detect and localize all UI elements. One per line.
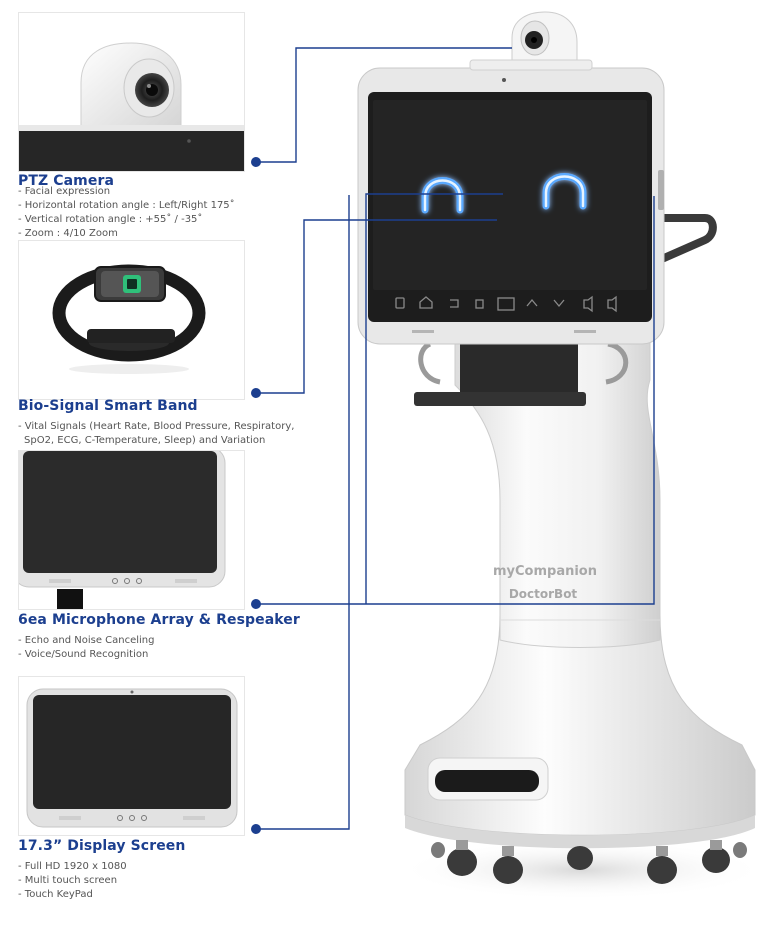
- side-buttons: [658, 170, 664, 210]
- list-item: - Vertical rotation angle : +55˚ / -35˚: [18, 214, 203, 225]
- tablet-camera-dot: [502, 78, 506, 82]
- right-handle: [605, 341, 629, 385]
- feature-list-display-screen: - Full HD 1920 x 1080 - Multi touch scre…: [18, 860, 127, 902]
- keypad-down-icon: [553, 299, 565, 308]
- keypad-return-icon: [450, 299, 459, 308]
- feature-title-microphone-array: 6ea Microphone Array & Respeaker: [18, 612, 300, 628]
- callout-line-ptz-camera: [256, 47, 512, 163]
- smart-band-thumbnail: [18, 240, 245, 400]
- robot-eyes: [421, 173, 587, 214]
- tablet-display-area: [373, 100, 647, 290]
- robot-base-bottom: [405, 815, 755, 849]
- keypad-back-icon: [395, 297, 405, 309]
- ptz-camera-thumbnail: [18, 12, 245, 172]
- callout-line-smart-band: [256, 219, 497, 394]
- tray-shelf: [414, 392, 586, 406]
- callout-line-microphone-inner: [365, 193, 503, 604]
- touch-keypad: [395, 295, 617, 313]
- list-item: - Zoom : 4/10 Zoom: [18, 228, 118, 239]
- microphone-array-image: [19, 451, 244, 609]
- feature-title-ptz-camera: PTZ Camera: [18, 173, 114, 189]
- display-screen-image: [19, 677, 244, 835]
- robot-base: [404, 614, 756, 836]
- feature-list-smart-band: - Vital Signals (Heart Rate, Blood Press…: [18, 420, 294, 448]
- keypad-home-icon: [419, 296, 433, 309]
- left-handle: [418, 341, 441, 385]
- list-item: SpO2, ECG, C-Temperature, Sleep) and Var…: [24, 435, 266, 446]
- tablet-bracket: [460, 340, 578, 394]
- keypad-volume-down-icon: [583, 295, 593, 313]
- display-screen-thumbnail: [18, 676, 245, 836]
- brand-text-mycompanion: myCompanion: [493, 564, 597, 579]
- robot-wheels: [431, 842, 747, 884]
- feature-title-smart-band: Bio-Signal Smart Band: [18, 398, 198, 414]
- list-item: - Multi touch screen: [18, 875, 118, 886]
- keypad-up-icon: [526, 298, 538, 307]
- feature-list-microphone-array: - Echo and Noise Canceling - Voice/Sound…: [18, 634, 155, 662]
- callout-dots: [251, 157, 261, 834]
- feature-title-display-screen: 17.3” Display Screen: [18, 838, 186, 854]
- callout-lines: [256, 47, 655, 830]
- list-item: - Voice/Sound Recognition: [18, 649, 149, 660]
- list-item: - Touch KeyPad: [18, 889, 93, 900]
- smart-band-image: [19, 241, 244, 399]
- callout-line-microphone-outer: [256, 196, 655, 605]
- side-handle: [653, 214, 717, 266]
- keypad-lock-icon: [475, 299, 484, 309]
- floor-shadow: [397, 840, 767, 900]
- list-item: - Facial expression: [18, 186, 111, 197]
- camera-mount: [469, 59, 593, 71]
- base-sensor-slot: [435, 770, 539, 792]
- keypad-volume-up-icon: [607, 295, 617, 313]
- robot-column: [454, 329, 661, 648]
- callout-line-display-screen: [256, 195, 350, 830]
- list-item: - Vital Signals (Heart Rate, Blood Press…: [18, 421, 295, 432]
- list-item: - Horizontal rotation angle : Left/Right…: [18, 200, 235, 211]
- feature-list-ptz-camera: - Facial expression - Horizontal rotatio…: [18, 185, 235, 241]
- list-item: - Echo and Noise Canceling: [18, 635, 155, 646]
- tablet-mic-grilles: [412, 330, 596, 333]
- ptz-camera-image: [19, 13, 244, 171]
- microphone-array-thumbnail: [18, 450, 245, 610]
- list-item: - Full HD 1920 x 1080: [18, 861, 127, 872]
- brand-text-doctorbot: DoctorBot: [509, 587, 578, 601]
- keypad-menu-icon: [497, 297, 515, 311]
